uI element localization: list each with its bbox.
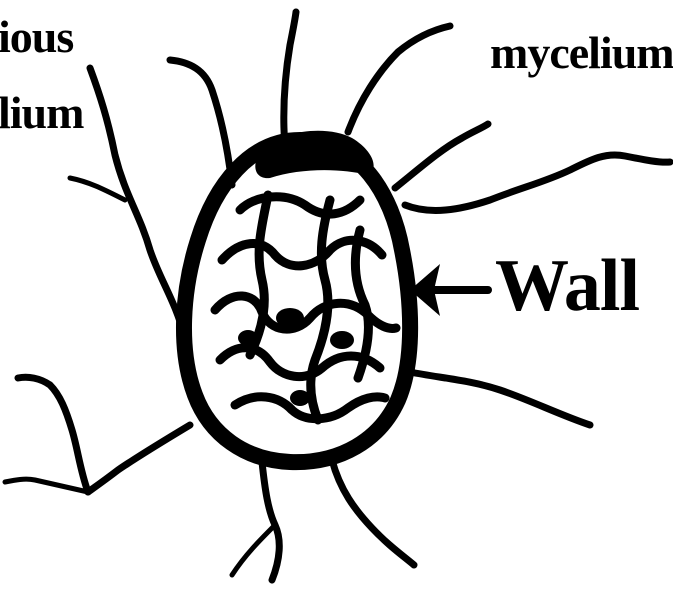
inner-blob-1 xyxy=(276,308,304,328)
hypha-top xyxy=(284,12,296,148)
cyst-body xyxy=(184,131,410,462)
hypha-bottom-branch xyxy=(232,525,275,575)
hypha-top-left-branch xyxy=(70,178,125,200)
inner-blob-3 xyxy=(330,331,354,349)
hypha-bottom-right xyxy=(332,460,414,565)
hypha-top-left xyxy=(90,68,185,338)
inner-blob-2 xyxy=(238,330,258,346)
wall-arrow xyxy=(410,264,488,316)
hypha-lower-left-zig xyxy=(18,377,88,492)
hypha-lower-left-end xyxy=(5,479,88,492)
inner-blob-4 xyxy=(290,390,310,406)
hypha-right-long xyxy=(405,155,670,211)
hypha-right-upper xyxy=(395,124,488,188)
label-wall: Wall xyxy=(495,245,639,327)
hypha-lower-left xyxy=(88,425,190,492)
hypha-right-lower xyxy=(410,372,590,425)
hypha-top-right xyxy=(348,26,450,132)
hypha-bottom xyxy=(262,462,279,580)
inner-strand-1 xyxy=(240,197,360,214)
hypha-upper-left xyxy=(170,60,232,185)
label-mycelium: mycelium xyxy=(490,27,673,78)
label-top-left-line1: ious xyxy=(0,11,73,62)
label-top-left-line2: lium xyxy=(0,87,84,138)
